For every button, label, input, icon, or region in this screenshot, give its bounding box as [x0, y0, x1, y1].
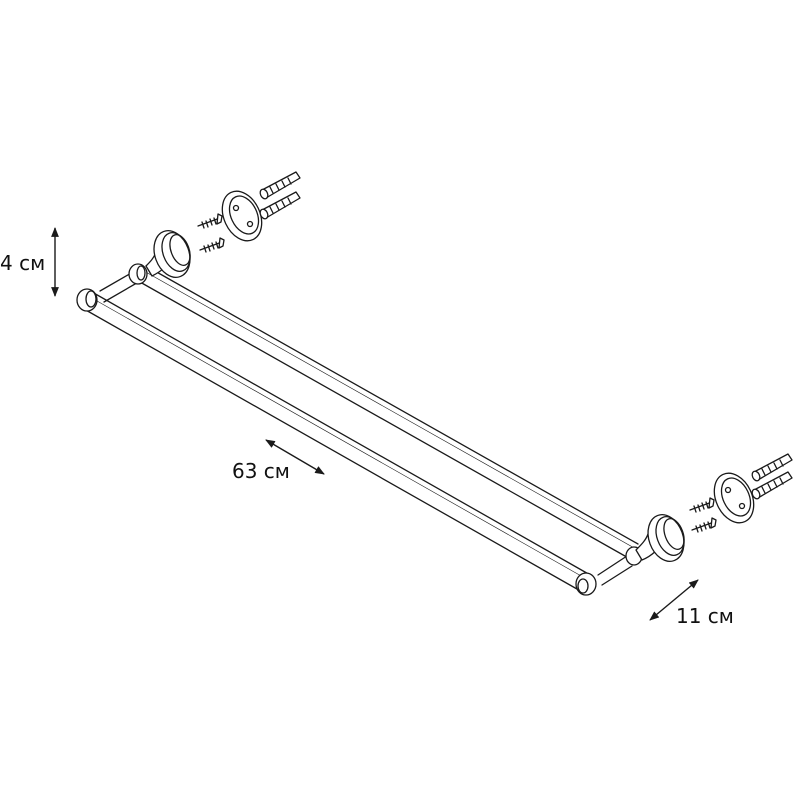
left-dowel-top — [259, 171, 301, 200]
right-wall-bracket — [635, 514, 685, 562]
rear-rail — [139, 265, 639, 561]
right-arm — [597, 553, 633, 586]
right-mounting-plate — [713, 472, 755, 524]
depth-arrow — [649, 579, 699, 621]
front-rail — [83, 291, 593, 594]
height-label: 4 см — [0, 251, 45, 275]
left-screw-top — [197, 213, 223, 229]
height-dimension: 4 см — [0, 227, 59, 297]
right-front-end-cap — [575, 572, 597, 596]
left-rear-end-cap — [128, 263, 148, 285]
depth-dimension: 11 см — [649, 579, 734, 628]
right-dowel-bottom — [751, 471, 793, 500]
length-arrow — [265, 439, 325, 475]
left-wall-bracket — [145, 230, 191, 278]
right-screw-top — [689, 497, 715, 513]
length-dimension: 63 см — [232, 439, 325, 483]
right-screw-bottom — [691, 517, 717, 533]
left-front-end-cap — [76, 288, 98, 312]
left-screw-bottom — [199, 237, 225, 253]
right-dowel-top — [751, 453, 793, 482]
length-label: 63 см — [232, 459, 290, 483]
left-dowel-bottom — [259, 191, 301, 220]
depth-label: 11 см — [676, 604, 734, 628]
left-mounting-plate — [221, 190, 263, 242]
